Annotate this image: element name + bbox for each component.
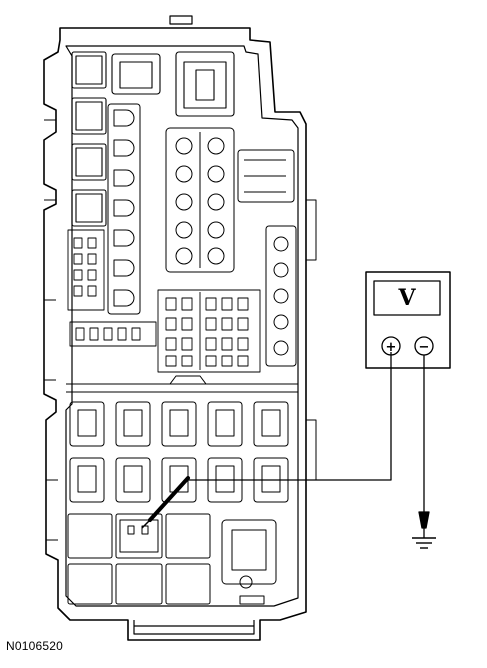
figure-id: N0106520: [6, 639, 63, 653]
ground-icon: [412, 537, 436, 549]
ground-lead: [418, 355, 430, 538]
meter-display-text: V: [397, 285, 416, 311]
positive-symbol: +: [386, 340, 397, 355]
left-relays: [71, 51, 107, 227]
meter-positive-terminal: [381, 336, 401, 356]
negative-symbol: −: [419, 340, 430, 355]
micro-fuse-block-left: [67, 229, 157, 347]
fuse-box: [43, 15, 317, 641]
maxi-fuses: [69, 401, 289, 503]
mini-fuses-center: [165, 127, 235, 273]
multimeter: V + −: [365, 271, 451, 369]
top-relays: [111, 51, 235, 117]
micro-fuse-block-center: [157, 289, 261, 373]
right-relays: [237, 149, 297, 367]
bottom-relays: [67, 513, 277, 605]
mini-fuses-left: [107, 103, 141, 315]
test-probe-lead: [141, 352, 392, 529]
